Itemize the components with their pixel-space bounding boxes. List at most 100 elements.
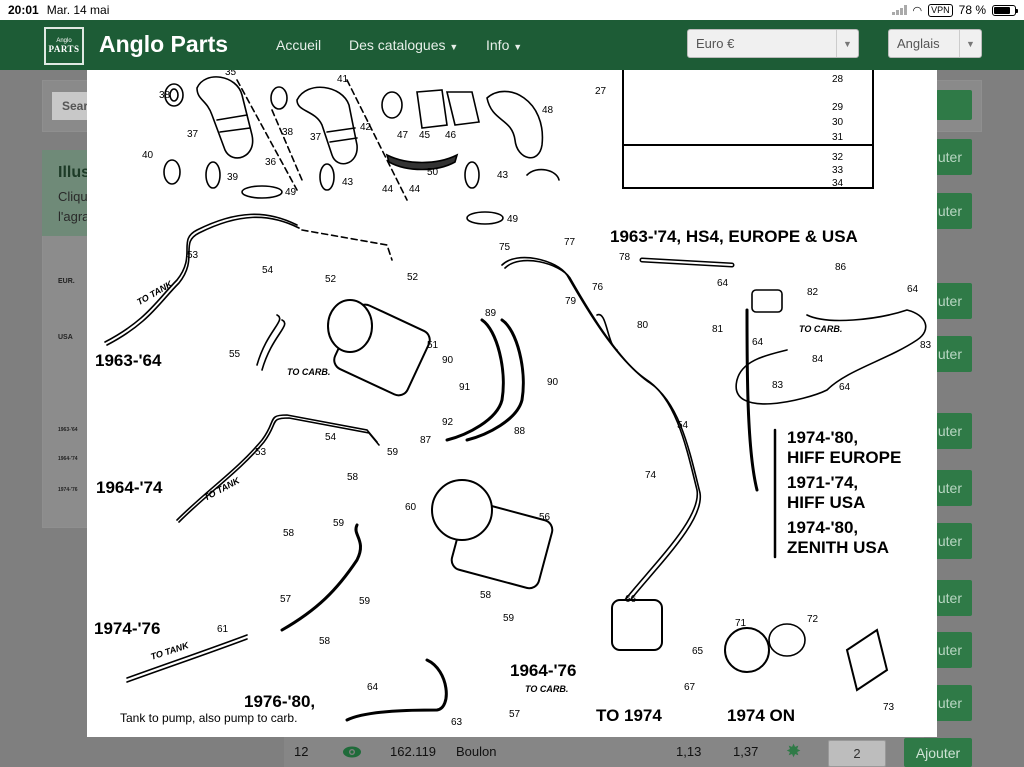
label-1964-76: 1964-'76 — [510, 661, 577, 680]
svg-text:80: 80 — [637, 320, 649, 331]
nav-accueil[interactable]: Accueil — [276, 37, 322, 53]
svg-text:53: 53 — [255, 447, 267, 458]
svg-text:92: 92 — [442, 417, 454, 428]
svg-text:55: 55 — [229, 349, 241, 360]
battery-icon — [992, 4, 1018, 16]
svg-text:46: 46 — [445, 130, 457, 141]
svg-text:64: 64 — [839, 382, 851, 393]
svg-text:41: 41 — [337, 74, 349, 85]
search-button[interactable] — [936, 90, 972, 120]
svg-text:48: 48 — [542, 105, 554, 116]
svg-text:58: 58 — [347, 472, 359, 483]
svg-text:50: 50 — [427, 167, 439, 178]
language-value: Anglais — [897, 36, 940, 51]
svg-text:81: 81 — [712, 324, 724, 335]
nav-catalogues[interactable]: Des catalogues ▼ — [349, 37, 458, 53]
svg-text:43: 43 — [497, 170, 509, 181]
svg-text:59: 59 — [387, 447, 399, 458]
svg-text:60: 60 — [405, 502, 417, 513]
language-select[interactable]: Anglais ▼ — [888, 29, 982, 58]
row-price1: 1,13 — [676, 744, 702, 759]
svg-text:37: 37 — [310, 132, 322, 143]
svg-text:57: 57 — [509, 709, 521, 720]
svg-text:29: 29 — [832, 102, 844, 113]
label-1974-76: 1974-'76 — [94, 619, 161, 638]
row-price2: 1,37 — [733, 744, 759, 759]
svg-text:64: 64 — [367, 682, 379, 693]
svg-text:77: 77 — [564, 237, 576, 248]
svg-text:73: 73 — [883, 702, 895, 713]
svg-text:71: 71 — [735, 618, 747, 629]
svg-text:59: 59 — [503, 613, 515, 624]
svg-text:64: 64 — [752, 337, 764, 348]
chevron-down-icon: ▼ — [836, 30, 858, 57]
label-tank-to-pump: Tank to pump, also pump to carb. — [120, 711, 298, 725]
label-1964-74: 1964-'74 — [96, 478, 163, 497]
svg-text:30: 30 — [832, 117, 844, 128]
illustration-text-2: l'agra — [58, 209, 90, 224]
svg-text:38: 38 — [159, 90, 171, 101]
svg-text:38: 38 — [282, 127, 294, 138]
site-logo[interactable]: Anglo PARTS — [44, 27, 84, 65]
illustration-header — [42, 150, 88, 236]
thumb-label: 1963-'64 — [58, 427, 78, 433]
nav-catalogues-label: Des catalogues — [349, 37, 446, 53]
vpn-badge: VPN — [928, 3, 953, 17]
svg-text:45: 45 — [419, 130, 431, 141]
label-to-carb: TO CARB. — [525, 684, 569, 694]
svg-text:28: 28 — [832, 74, 844, 85]
label-zenith-usa-years: 1974-'80, — [787, 518, 859, 537]
nav-info[interactable]: Info ▼ — [486, 37, 522, 53]
caret-down-icon: ▼ — [513, 42, 523, 52]
label-hiff-usa: HIFF USA — [787, 493, 866, 512]
svg-text:54: 54 — [677, 420, 689, 431]
label-to-carb: TO CARB. — [799, 324, 843, 334]
svg-text:57: 57 — [280, 594, 292, 605]
svg-text:83: 83 — [772, 380, 784, 391]
quantity-input[interactable]: 2 — [828, 740, 886, 767]
svg-text:27: 27 — [595, 86, 607, 97]
svg-text:31: 31 — [832, 132, 844, 143]
status-time: 20:01 — [8, 3, 39, 17]
chevron-down-icon: ▼ — [959, 30, 981, 57]
svg-text:36: 36 — [265, 157, 277, 168]
label-hiff-usa-years: 1971-'74, — [787, 473, 859, 492]
illustration-text-1: Cliqu — [58, 189, 88, 204]
add-to-cart-button[interactable]: Ajouter — [904, 738, 972, 767]
label-1976-80: 1976-'80, — [244, 692, 316, 711]
svg-text:84: 84 — [812, 354, 824, 365]
svg-text:54: 54 — [262, 265, 274, 276]
row-ref: 162.119 — [390, 744, 437, 759]
svg-text:42: 42 — [360, 122, 372, 133]
svg-text:47: 47 — [397, 130, 409, 141]
svg-text:87: 87 — [420, 435, 432, 446]
svg-text:61: 61 — [217, 624, 229, 635]
thumb-label: 1974-'76 — [58, 487, 78, 493]
svg-text:39: 39 — [227, 172, 239, 183]
brand-name[interactable]: Anglo Parts — [99, 31, 229, 57]
currency-select[interactable]: Euro € ▼ — [687, 29, 859, 58]
label-to-carb: TO CARB. — [287, 367, 331, 377]
svg-text:56: 56 — [539, 512, 551, 523]
svg-text:91: 91 — [459, 382, 471, 393]
svg-text:35: 35 — [225, 70, 237, 78]
svg-text:51: 51 — [427, 340, 439, 351]
label-hs4: 1963-'74, HS4, EUROPE & USA — [610, 227, 858, 246]
status-date: Mar. 14 mai — [46, 3, 110, 17]
svg-text:90: 90 — [442, 355, 454, 366]
svg-text:88: 88 — [514, 426, 526, 437]
table-row — [284, 736, 924, 767]
status-bar: 20:01 Mar. 14 mai ◠ VPN 78 % — [0, 0, 1024, 20]
svg-text:32: 32 — [832, 152, 844, 163]
svg-text:89: 89 — [485, 308, 497, 319]
svg-text:59: 59 — [333, 518, 345, 529]
row-name: Boulon — [456, 744, 497, 759]
top-navbar: Anglo PARTS Anglo Parts Accueil Des cata… — [0, 20, 1024, 70]
label-1963-64: 1963-'64 — [95, 351, 162, 370]
svg-text:58: 58 — [319, 636, 331, 647]
svg-text:37: 37 — [187, 129, 199, 140]
eye-icon[interactable] — [342, 736, 362, 767]
thumb-label: USA — [58, 334, 73, 341]
svg-text:65: 65 — [692, 646, 704, 657]
svg-text:83: 83 — [920, 340, 932, 351]
